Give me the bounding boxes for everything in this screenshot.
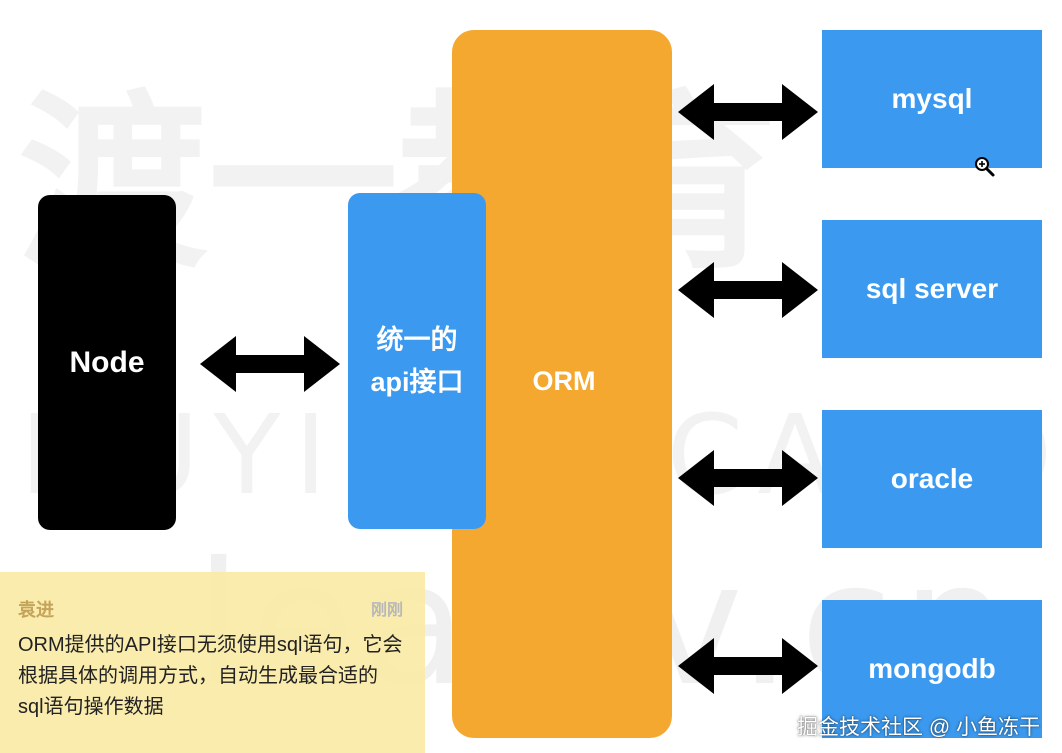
comment-card: 袁进 刚刚 ORM提供的API接口无须使用sql语句，它会根据具体的调用方式，自…	[0, 572, 425, 753]
database-box-mongodb: mongodb	[822, 600, 1042, 738]
api-box: 统一的 api接口	[348, 193, 486, 529]
database-box-sql-server: sql server	[822, 220, 1042, 358]
database-box-mysql: mysql	[822, 30, 1042, 168]
database-label: sql server	[865, 273, 999, 304]
double-arrow-orm-mongodb	[678, 638, 818, 694]
node-box: Node	[38, 195, 176, 530]
double-arrow-orm-sql-server	[678, 262, 818, 318]
database-box-oracle: oracle	[822, 410, 1042, 548]
orm-label: ORM	[532, 366, 596, 396]
double-arrow-node-api	[200, 336, 340, 392]
node-label: Node	[69, 345, 145, 379]
database-label: oracle	[890, 463, 974, 494]
api-label-line1: 统一的	[376, 325, 458, 355]
database-label: mongodb	[868, 653, 996, 684]
orm-box	[452, 30, 672, 738]
double-arrow-orm-mysql	[678, 84, 818, 140]
credit-text: 掘金技术社区 @ 小鱼冻干	[797, 716, 1040, 739]
double-arrow-orm-oracle	[678, 450, 818, 506]
comment-text: ORM提供的API接口无须使用sql语句，它会根据具体的调用方式，自动生成最合适…	[18, 634, 403, 718]
zoom-cursor-icon	[975, 157, 995, 177]
comment-author: 袁进	[18, 600, 54, 620]
database-label: mysql	[891, 83, 973, 114]
comment-time: 刚刚	[370, 602, 403, 619]
api-label-line2: api接口	[370, 367, 464, 397]
